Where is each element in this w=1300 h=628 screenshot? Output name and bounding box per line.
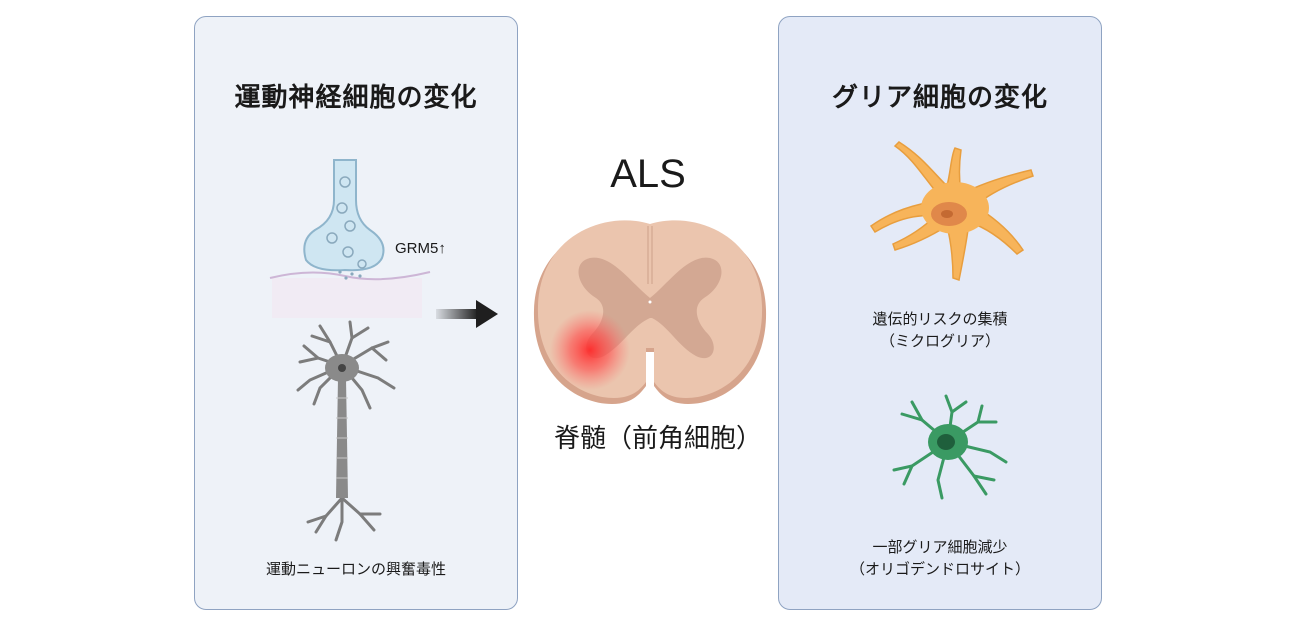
oligodendrocyte-icon xyxy=(892,394,1008,500)
microglia-label-line2: （ミクログリア） xyxy=(879,332,1000,350)
grm5-label: GRM5↑ xyxy=(395,240,446,257)
oligodendrocyte-label-line2: （オリゴデンドロサイト） xyxy=(849,560,1030,578)
spinal-cord-label: 脊髄（前角細胞） xyxy=(553,424,762,454)
microglia-label-line1: 遺伝的リスクの集積 xyxy=(872,310,1008,328)
neuron-icon xyxy=(296,320,396,542)
arrow-right-icon xyxy=(436,300,498,328)
microglia-icon xyxy=(869,141,1034,281)
als-title: ALS xyxy=(610,152,686,196)
left-panel-title: 運動神経細胞の変化 xyxy=(234,83,478,113)
synapse-icon xyxy=(269,159,431,318)
glia-panel: グリア細胞の変化 xyxy=(778,16,1102,610)
motor-neuron-excitotoxicity-label: 運動ニューロンの興奮毒性 xyxy=(265,560,446,578)
spinal-cord-icon xyxy=(533,220,767,404)
right-panel-title: グリア細胞の変化 xyxy=(831,83,1048,113)
oligodendrocyte-label-line1: 一部グリア細胞減少 xyxy=(872,538,1008,556)
